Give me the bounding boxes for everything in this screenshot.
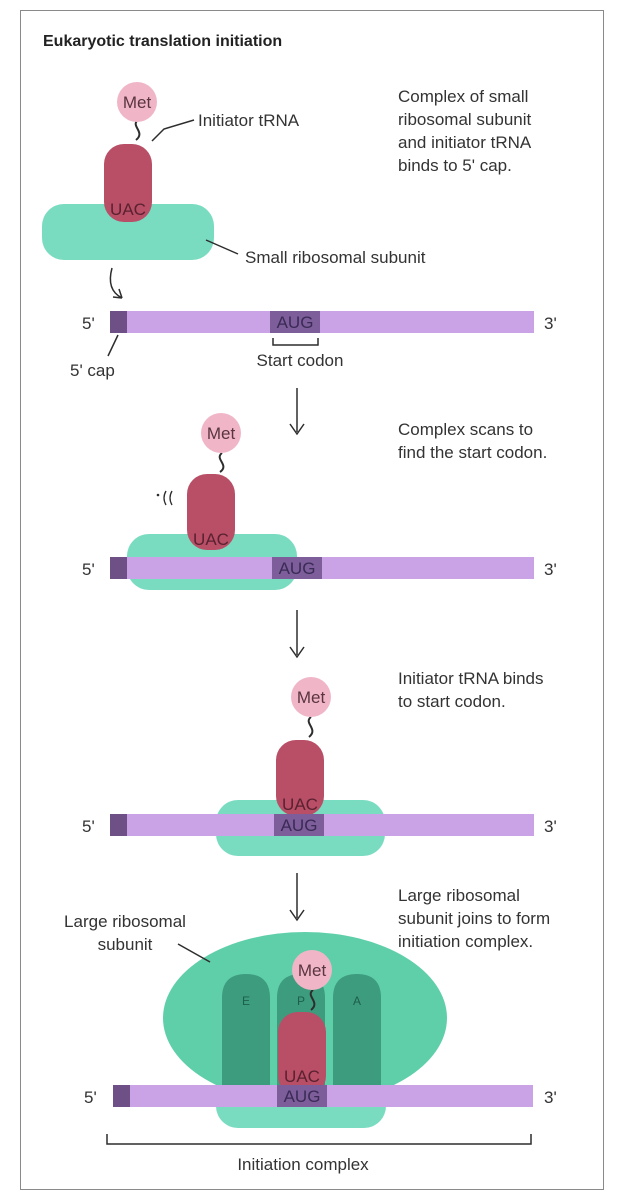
uac-label-4: UAC [284, 1067, 320, 1086]
met-label-2: Met [207, 424, 236, 443]
trna-body-4 [278, 1012, 326, 1096]
five-prime-cap-4 [113, 1085, 130, 1107]
binding-arrow-head [112, 288, 123, 299]
uac-label-2: UAC [193, 530, 229, 549]
small-subunit-label: Small ribosomal subunit [245, 248, 426, 267]
five-cap-label: 5' cap [70, 361, 115, 380]
three-prime-label-1: 3' [544, 314, 557, 333]
diagram-title: Eukaryotic translation initiation [43, 33, 282, 50]
five-prime-cap-1 [110, 311, 127, 333]
initiation-complex-bracket [106, 1134, 532, 1145]
site-e-label: E [242, 994, 250, 1008]
small-subunit-leader [205, 239, 239, 255]
met-circle-4 [292, 950, 332, 990]
initiator-trna-label: Initiator tRNA [198, 111, 300, 130]
step-3-group: UAC Met AUG 5' 3' Initiator tRNA binds t… [82, 669, 557, 856]
mrna-strand-1 [110, 311, 534, 333]
five-prime-label-3: 5' [82, 817, 95, 836]
large-subunit-label-line-2: subunit [98, 935, 153, 954]
five-prime-label-4: 5' [84, 1088, 97, 1107]
initiation-complex-label: Initiation complex [237, 1155, 369, 1174]
met-circle-1 [117, 82, 157, 122]
aug-box-2 [272, 557, 322, 579]
five-prime-label-1: 5' [82, 314, 95, 333]
three-prime-label-2: 3' [544, 560, 557, 579]
five-cap-leader [107, 334, 119, 357]
step-2-line-2: find the start codon. [398, 443, 547, 462]
aug-label-4: AUG [284, 1087, 321, 1106]
met-circle-2 [201, 413, 241, 453]
step-arrow-1 [289, 388, 305, 436]
three-prime-label-4: 3' [544, 1088, 557, 1107]
met-link-1 [134, 119, 141, 141]
step-2-group: UAC Met AUG 5' 3' Complex scans to find … [82, 413, 557, 590]
step-4-group: E P A UAC Met AUG 5' 3' Large ribosomal … [64, 886, 557, 1174]
scan-motion-marks [163, 490, 173, 506]
large-subunit-label-line-1: Large ribosomal [64, 912, 186, 931]
site-p-label: P [297, 994, 305, 1008]
site-e-box [222, 974, 270, 1092]
aug-box-3 [274, 814, 324, 836]
step-1-line-4: binds to 5' cap. [398, 156, 512, 175]
step-1-line-2: ribosomal subunit [398, 110, 532, 129]
five-prime-label-2: 5' [82, 560, 95, 579]
aug-label-3: AUG [281, 816, 318, 835]
aug-label-1: AUG [277, 313, 314, 332]
uac-label-3: UAC [282, 795, 318, 814]
step-1-line-3: and initiator tRNA [398, 133, 532, 152]
trna-body-1 [104, 144, 152, 222]
met-circle-3 [291, 677, 331, 717]
small-subunit-1 [42, 204, 214, 260]
uac-label-1: UAC [110, 200, 146, 219]
step-4-line-2: subunit joins to form [398, 909, 550, 928]
trna-body-2 [187, 474, 235, 550]
start-codon-bracket [272, 338, 319, 346]
scan-motion-dot [156, 493, 160, 497]
binding-arrow [109, 267, 123, 299]
site-a-box [333, 974, 381, 1092]
start-codon-label: Start codon [257, 351, 344, 370]
trna-body-3 [276, 740, 324, 816]
step-2-line-1: Complex scans to [398, 420, 533, 439]
five-prime-cap-3 [110, 814, 127, 836]
met-label-3: Met [297, 688, 326, 707]
met-link-2 [218, 452, 225, 473]
step-1-group: UAC Met Initiator tRNA Small ribosomal s… [42, 82, 557, 380]
step-4-line-1: Large ribosomal [398, 886, 520, 905]
step-4-line-3: initiation complex. [398, 932, 533, 951]
step-3-line-1: Initiator tRNA binds [398, 669, 544, 688]
step-arrow-3 [289, 873, 305, 922]
diagram-frame [20, 10, 604, 1190]
initiator-trna-leader [151, 119, 195, 142]
met-link-4 [309, 989, 316, 1011]
three-prime-label-3: 3' [544, 817, 557, 836]
aug-label-2: AUG [279, 559, 316, 578]
met-link-3 [307, 716, 314, 738]
large-subunit-leader [177, 943, 211, 963]
step-1-line-1: Complex of small [398, 87, 528, 106]
step-3-line-2: to start codon. [398, 692, 506, 711]
met-label-1: Met [123, 93, 152, 112]
met-label-4: Met [298, 961, 327, 980]
aug-box-1 [270, 311, 320, 333]
step-arrow-2 [289, 610, 305, 659]
site-a-label: A [353, 994, 361, 1008]
five-prime-cap-2 [110, 557, 127, 579]
aug-box-4 [277, 1085, 327, 1107]
